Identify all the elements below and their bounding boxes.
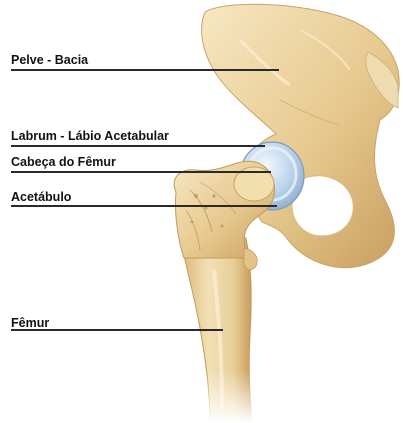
label-labrum: Labrum - Lábio Acetabular	[11, 129, 169, 143]
label-femur: Fêmur	[11, 316, 49, 330]
label-acetabulum: Acetábulo	[11, 190, 71, 204]
label-femoral-head: Cabeça do Fêmur	[11, 155, 116, 169]
leader-line-pelvis	[11, 69, 279, 71]
label-pelvis: Pelve - Bacia	[11, 53, 88, 67]
bottom-fade	[150, 370, 290, 423]
leader-line-femur	[11, 329, 223, 331]
leader-line-acetabulum	[11, 205, 277, 207]
leader-line-labrum	[11, 145, 265, 147]
leader-line-femoral-head	[11, 171, 271, 173]
